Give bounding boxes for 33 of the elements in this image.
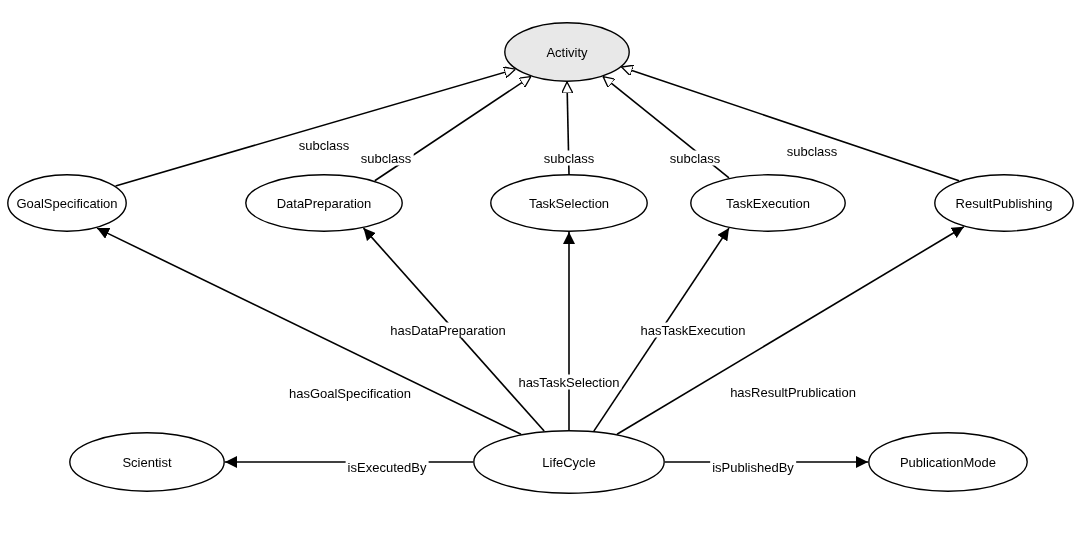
class-ellipse [245,174,403,232]
arrow [373,75,532,182]
arrow [96,227,522,436]
class-ellipse [934,174,1074,232]
arrow [620,64,960,182]
arrow [593,227,730,432]
class-ellipse [69,432,225,492]
edge-label: isPublishedBy [710,459,796,475]
class-name: ResultPublishing [954,194,1054,213]
arrow [114,66,517,187]
class-ellipse [690,174,846,232]
class-ellipse [7,174,127,232]
arrow [362,227,545,432]
class-name: GoalSpecification [15,194,119,213]
class-ellipse [490,174,648,232]
class-name: PublicationMode [898,453,998,472]
class-ellipse [504,22,630,82]
class-name: TaskExecution [725,194,811,213]
arrow [563,231,575,431]
edge-label: hasDataPreparation [388,322,508,338]
edge-label: hasTaskSelection [516,374,622,390]
class-ellipse [473,430,665,494]
edge-label: hasTaskExecution [638,322,748,338]
class-ellipse [868,432,1028,492]
class-name: Activity [545,43,589,62]
class-name: Scientist [121,453,173,472]
class-name: LifeCycle [541,453,597,472]
edge-label: subclass [541,150,597,166]
class-name: TaskSelection [527,194,611,213]
edge-label: subclass [667,150,723,166]
edge-label: isExecutedBy [345,459,429,475]
class-name: DataPreparation [275,194,373,213]
arrow [616,225,965,436]
